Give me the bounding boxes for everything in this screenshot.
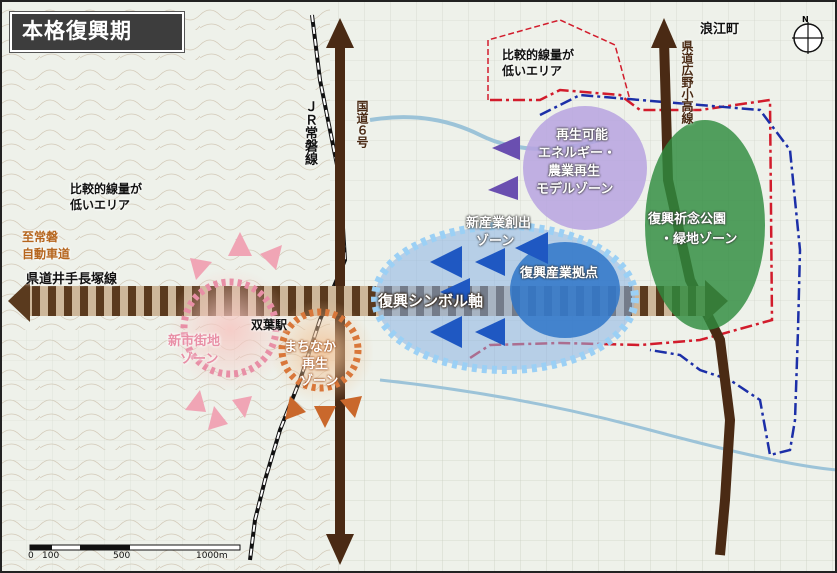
futaba-station-label: 双葉駅 bbox=[251, 318, 288, 332]
machinaka-arrows bbox=[285, 396, 362, 428]
north-letter: N bbox=[802, 15, 809, 24]
low-dose-west-line2: 低いエリア bbox=[70, 198, 131, 212]
low-dose-west-line1: 比較的線量が bbox=[70, 182, 143, 196]
town-label-namie: 浪江町 bbox=[700, 22, 740, 37]
energy-zone-line1: 再生可能 bbox=[556, 128, 609, 143]
expressway-line1: 至常磐 bbox=[22, 230, 59, 244]
pref-road-east-label: 県道広野小高線 bbox=[680, 40, 694, 124]
new-industry-line1: 新産業創出 bbox=[466, 216, 532, 231]
symbol-axis-arrow-west bbox=[8, 280, 30, 322]
industry-hub-circle bbox=[510, 242, 620, 338]
new-industry-zone-outline bbox=[371, 222, 639, 374]
new-town-arrows bbox=[185, 232, 282, 430]
blue-area-boundary bbox=[539, 93, 802, 457]
memorial-park-zone bbox=[645, 120, 765, 330]
route6-arrow-south bbox=[326, 534, 354, 565]
scale-tick-500: 500 bbox=[113, 551, 131, 561]
route6-label: 国道６号 bbox=[355, 100, 369, 148]
jr-line-label: ＪＲ常磐線 bbox=[302, 100, 317, 165]
scale-bar bbox=[29, 544, 241, 551]
energy-zone-line2: エネルギー・ bbox=[538, 146, 617, 161]
new-town-line2: ゾーン bbox=[180, 352, 219, 367]
machinaka-ring bbox=[278, 308, 362, 392]
machinaka-line3: ゾーン bbox=[300, 374, 339, 389]
map-title: 本格復興期 bbox=[22, 19, 132, 43]
memorial-park-line2: ・緑地ゾーン bbox=[660, 232, 738, 247]
machinaka-line1: まちなか bbox=[284, 340, 337, 355]
new-industry-line2: ゾーン bbox=[476, 234, 515, 249]
new-town-line1: 新市街地 bbox=[168, 334, 221, 349]
pref-road-east-arrow bbox=[651, 18, 677, 48]
title-box bbox=[10, 12, 184, 52]
low-dose-north-line1: 比較的線量が bbox=[502, 48, 575, 62]
low-dose-north-line2: 低いエリア bbox=[502, 64, 563, 78]
pref-road-west-label: 県道井手長塚線 bbox=[26, 272, 118, 287]
machinaka-line2: 再生 bbox=[302, 357, 329, 372]
memorial-park-line1: 復興祈念公園 bbox=[648, 212, 727, 227]
industry-arrows bbox=[430, 232, 548, 348]
scale-tick-100: 100 bbox=[42, 551, 60, 561]
energy-arrow-1 bbox=[492, 136, 520, 160]
energy-zone-line3: 農業再生 bbox=[548, 164, 601, 179]
industry-hub-label: 復興産業拠点 bbox=[520, 266, 599, 281]
expressway-line2: 自動車道 bbox=[22, 247, 71, 261]
scale-tick-1000: 1000m bbox=[196, 551, 228, 561]
scale-tick-0: 0 bbox=[28, 551, 34, 561]
low-dose-north-boundary bbox=[487, 19, 631, 101]
symbol-axis-label: 復興シンボル軸 bbox=[378, 292, 484, 310]
energy-zone-circle bbox=[523, 106, 647, 230]
energy-zone-line4: モデルゾーン bbox=[536, 182, 614, 197]
route6-arrow-north bbox=[326, 18, 354, 48]
energy-arrow-2 bbox=[488, 176, 518, 200]
